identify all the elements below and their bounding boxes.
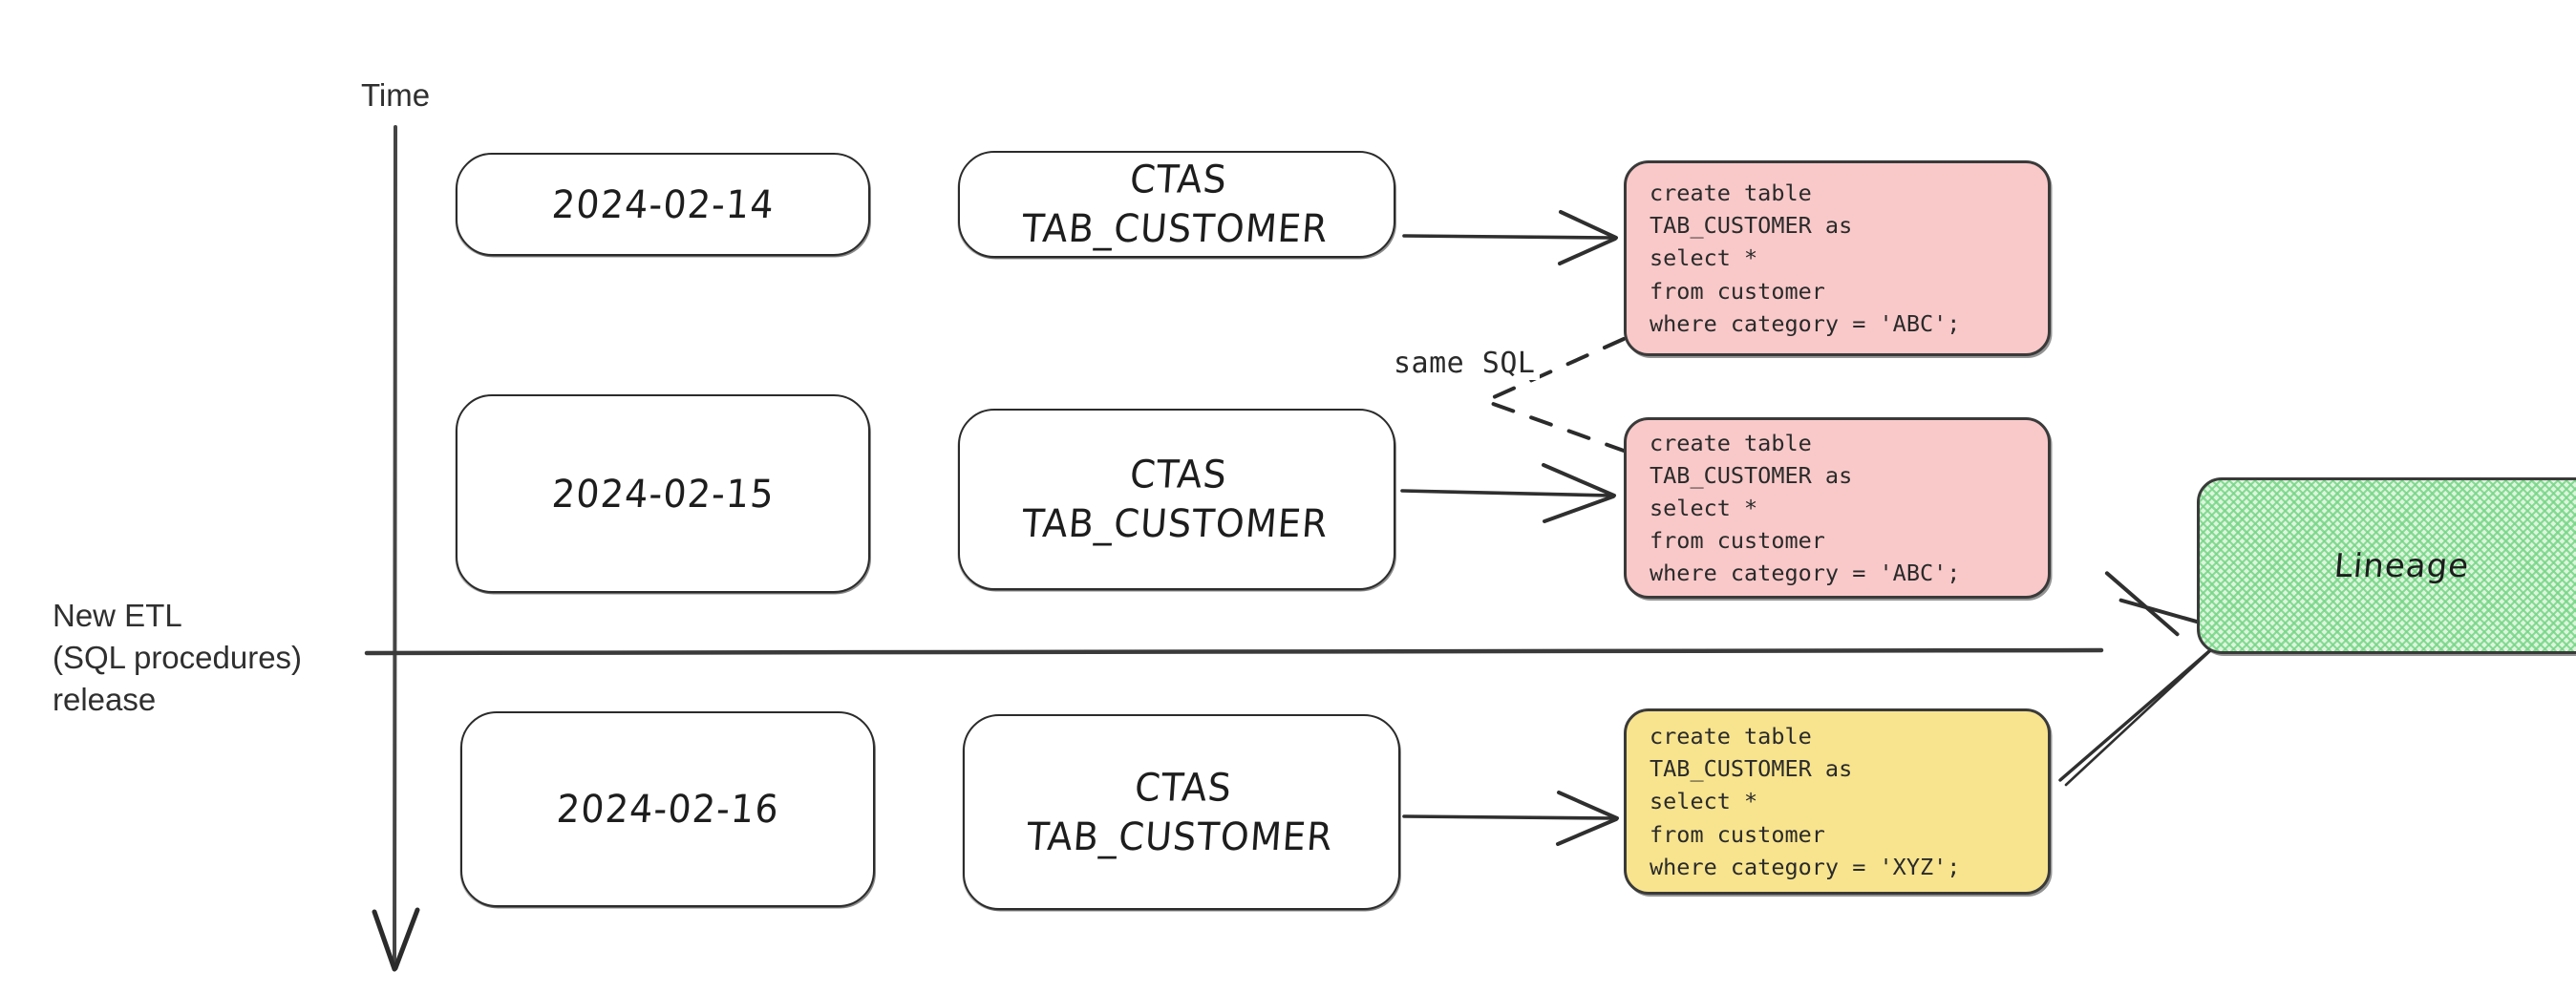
job-box-row-3[interactable]: CTAS TAB_CUSTOMER: [963, 714, 1400, 910]
sql-text: create table TAB_CUSTOMER as select * fr…: [1650, 180, 1961, 337]
sql-box-row-2[interactable]: create table TAB_CUSTOMER as select * fr…: [1624, 417, 2051, 599]
arrow-job-to-sql-row-2: [1400, 463, 1616, 523]
release-marker-label: New ETL (SQL procedures) release: [53, 598, 303, 718]
date-box-row-2[interactable]: 2024-02-15: [456, 394, 870, 593]
sql-box-row-3[interactable]: create table TAB_CUSTOMER as select * fr…: [1624, 708, 2051, 895]
job-label: CTAS TAB_CUSTOMER: [1020, 157, 1331, 251]
arrow-job-to-sql-row-3: [1402, 791, 1619, 846]
date-label: 2024-02-14: [549, 181, 777, 226]
date-box-row-3[interactable]: 2024-02-16: [460, 711, 875, 907]
same-sql-label: same SQL: [1390, 347, 1540, 380]
job-box-row-1[interactable]: CTAS TAB_CUSTOMER: [958, 151, 1395, 258]
date-box-row-1[interactable]: 2024-02-14: [456, 153, 870, 256]
date-label: 2024-02-15: [549, 471, 777, 516]
date-label: 2024-02-16: [554, 786, 781, 832]
lineage-box[interactable]: Lineage: [2197, 477, 2576, 654]
job-label: CTAS TAB_CUSTOMER: [1025, 765, 1335, 859]
job-label: CTAS TAB_CUSTOMER: [1020, 452, 1331, 546]
time-axis-label: Time: [361, 77, 431, 113]
sql-text: create table TAB_CUSTOMER as select * fr…: [1650, 723, 1961, 880]
lineage-label: Lineage: [2332, 546, 2472, 585]
job-box-row-2[interactable]: CTAS TAB_CUSTOMER: [958, 409, 1395, 590]
sql-text: create table TAB_CUSTOMER as select * fr…: [1650, 429, 1961, 587]
release-divider-line: [364, 647, 2104, 656]
time-axis-arrow: [372, 125, 420, 972]
sql-box-row-1[interactable]: create table TAB_CUSTOMER as select * fr…: [1624, 160, 2051, 356]
arrow-job-to-sql-row-1: [1402, 210, 1618, 265]
